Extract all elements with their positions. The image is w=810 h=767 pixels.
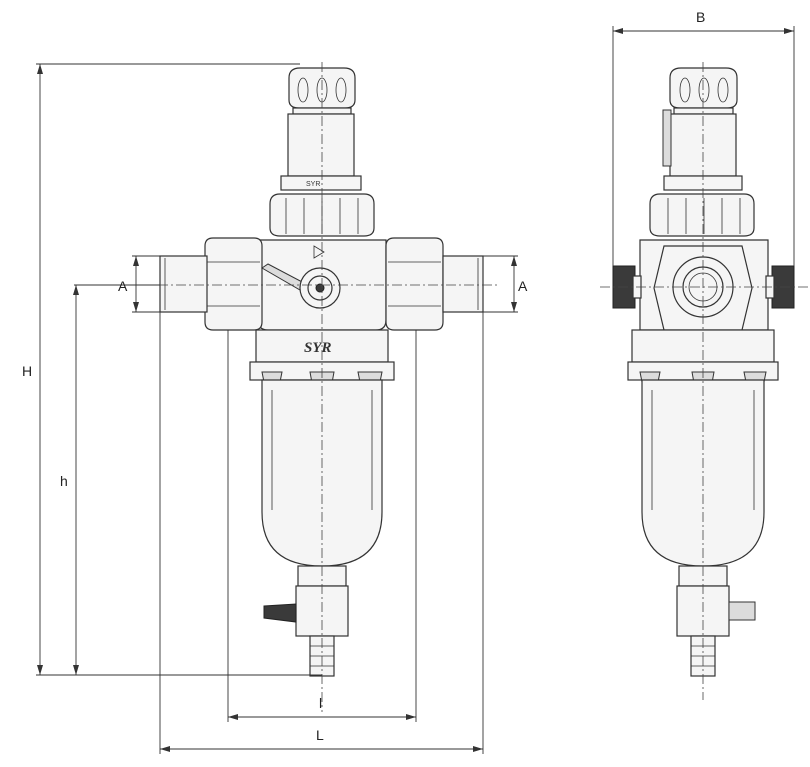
dimension-A-left: A bbox=[118, 278, 128, 294]
left-union-nut bbox=[204, 237, 263, 331]
spring-housing bbox=[287, 113, 355, 177]
front-dimensions: H h A A l L bbox=[22, 63, 528, 754]
front-view: SYR SYR bbox=[86, 62, 500, 712]
syr-logo: SYR bbox=[304, 340, 332, 356]
dimension-H: H bbox=[22, 363, 32, 379]
dimension-l: l bbox=[319, 695, 322, 711]
housing-ring bbox=[280, 175, 362, 191]
drain-handle bbox=[263, 603, 297, 623]
side-drain-handle bbox=[728, 601, 756, 621]
side-view bbox=[600, 62, 808, 700]
side-knob bbox=[669, 67, 738, 109]
right-pipe bbox=[442, 255, 484, 313]
dimension-B: B bbox=[696, 9, 705, 25]
right-union-nut bbox=[385, 237, 444, 331]
side-dimensions: B bbox=[612, 9, 795, 266]
left-pipe bbox=[159, 255, 208, 313]
dimension-L: L bbox=[316, 727, 324, 743]
dimension-h: h bbox=[60, 473, 68, 489]
svg-text:SYR: SYR bbox=[306, 181, 320, 188]
dimension-A-right: A bbox=[518, 278, 528, 294]
